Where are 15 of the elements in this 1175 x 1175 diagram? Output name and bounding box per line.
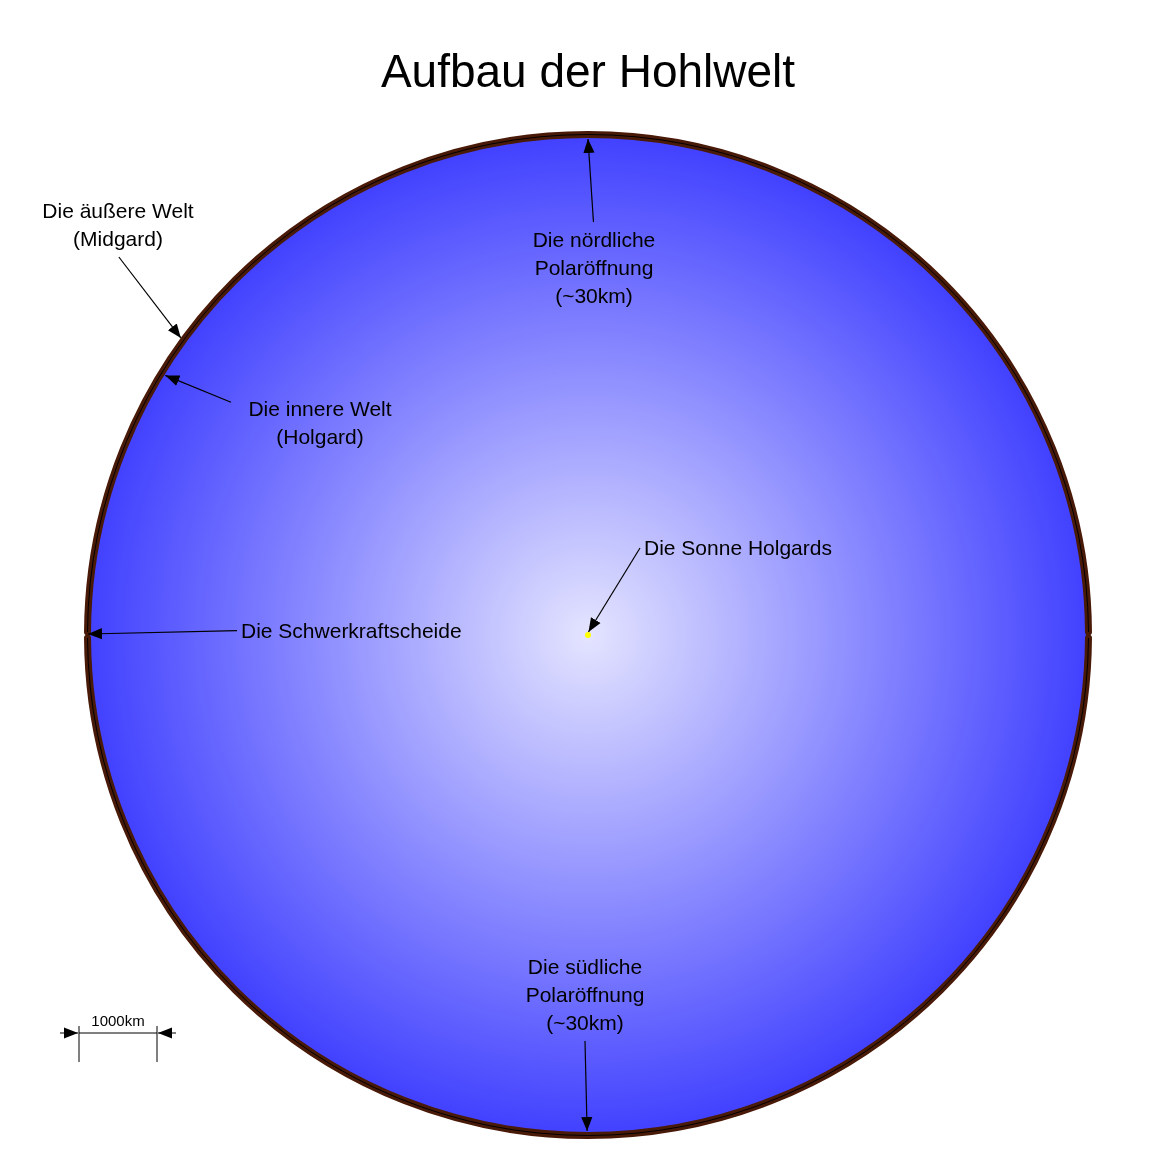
leader-arrow <box>581 1040 593 1132</box>
callout-label: Die Sonne Holgards <box>644 534 832 562</box>
callout-label: Die nördliche Polaröffnung (~30km) <box>509 226 679 310</box>
diagram-title: Aufbau der Hohlwelt <box>380 44 796 98</box>
callout-label: Die äußere Welt (Midgard) <box>33 197 203 253</box>
leader-arrow <box>587 547 641 633</box>
callout-label: Die Schwerkraftscheide <box>241 617 462 645</box>
dimension-label: 1000km <box>91 1012 145 1030</box>
leader-arrow <box>87 628 238 640</box>
leader-arrow <box>118 256 182 339</box>
callout-label: Die südliche Polaröffnung (~30km) <box>500 953 670 1037</box>
sun-dot <box>585 632 591 638</box>
callout-label: Die innere Welt (Holgard) <box>235 395 405 451</box>
leader-arrow <box>164 374 232 403</box>
leader-arrow <box>583 138 595 223</box>
